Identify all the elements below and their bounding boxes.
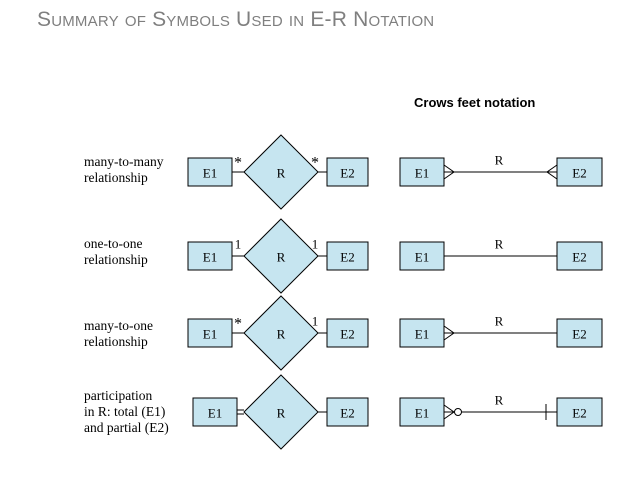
crows-zero-circle-3 [454, 408, 462, 416]
chen-relationship-diamond-2 [243, 295, 319, 371]
chen-entity-e1-0 [187, 157, 233, 187]
crows-relationship-label-0: R [495, 153, 504, 168]
chen-entity-e1-0-label: E1 [203, 166, 217, 181]
chen-entity-e2-2-label: E2 [340, 327, 354, 342]
row-label-one-to-one: one-to-one relationship [84, 236, 148, 267]
chen-relationship-label-2: R [277, 327, 286, 342]
chen-relationship-diamond-3 [243, 374, 319, 450]
chen-entity-e1-3 [192, 397, 238, 427]
chen-right-cardinality-2: 1 [312, 314, 319, 329]
chen-right-cardinality-0: * [311, 155, 319, 172]
row-label-participation: participation in R: total (E1) and parti… [84, 388, 169, 435]
crows-foot-right-0 [546, 164, 558, 180]
chen-entity-e2-3 [326, 397, 369, 427]
crows-entity-e1-0 [399, 157, 445, 187]
chen-relationship-diamond-1 [243, 218, 319, 294]
row-label-many-to-one: many-to-one relationship [84, 318, 153, 349]
chen-entity-e2-1 [326, 241, 369, 271]
crows-foot-left-2 [443, 325, 455, 341]
crows-entity-e1-3-label: E1 [415, 406, 429, 421]
chen-relationship-label-1: R [277, 250, 286, 265]
crows-entity-e2-2 [556, 318, 603, 348]
crows-entity-e2-3 [556, 397, 603, 427]
chen-relationship-diamond-0 [243, 134, 319, 210]
crows-relationship-label-1: R [495, 237, 504, 252]
crows-entity-e2-2-label: E2 [572, 327, 586, 342]
chen-relationship-label-0: R [277, 166, 286, 181]
chen-left-cardinality-0: * [234, 155, 242, 172]
crows-entity-e2-1 [556, 241, 603, 271]
crows-relationship-label-2: R [495, 314, 504, 329]
chen-entity-e1-3-label: E1 [208, 406, 222, 421]
chen-entity-e2-2 [326, 318, 369, 348]
crows-entity-e2-3-label: E2 [572, 406, 586, 421]
chen-entity-e1-1 [187, 241, 233, 271]
crows-entity-e1-3 [399, 397, 445, 427]
crows-entity-e1-1-label: E1 [415, 250, 429, 265]
chen-entity-e2-0 [326, 157, 369, 187]
chen-entity-e1-1-label: E1 [203, 250, 217, 265]
slide-title: Summary of Symbols Used in E-R Notation [37, 8, 435, 31]
chen-left-cardinality-1: 1 [235, 237, 242, 252]
crows-entity-e2-1-label: E2 [572, 250, 586, 265]
crows-foot-left-0 [443, 164, 455, 180]
crows-entity-e1-0-label: E1 [415, 166, 429, 181]
crows-entity-e2-0 [556, 157, 603, 187]
crows-entity-e1-2 [399, 318, 445, 348]
crows-entity-e1-1 [399, 241, 445, 271]
crows-relationship-label-3: R [495, 393, 504, 408]
chen-right-cardinality-1: 1 [312, 237, 319, 252]
chen-entity-e1-2-label: E1 [203, 327, 217, 342]
chen-entity-e2-3-label: E2 [340, 406, 354, 421]
chen-left-cardinality-2: * [234, 316, 242, 333]
crows-feet-heading: Crows feet notation [414, 95, 536, 110]
chen-entity-e2-1-label: E2 [340, 250, 354, 265]
crows-entity-e1-2-label: E1 [415, 327, 429, 342]
crows-entity-e2-0-label: E2 [572, 166, 586, 181]
chen-entity-e1-2 [187, 318, 233, 348]
chen-entity-e2-0-label: E2 [340, 166, 354, 181]
chen-relationship-label-3: R [277, 406, 286, 421]
row-label-many-to-many: many-to-many relationship [84, 154, 164, 185]
